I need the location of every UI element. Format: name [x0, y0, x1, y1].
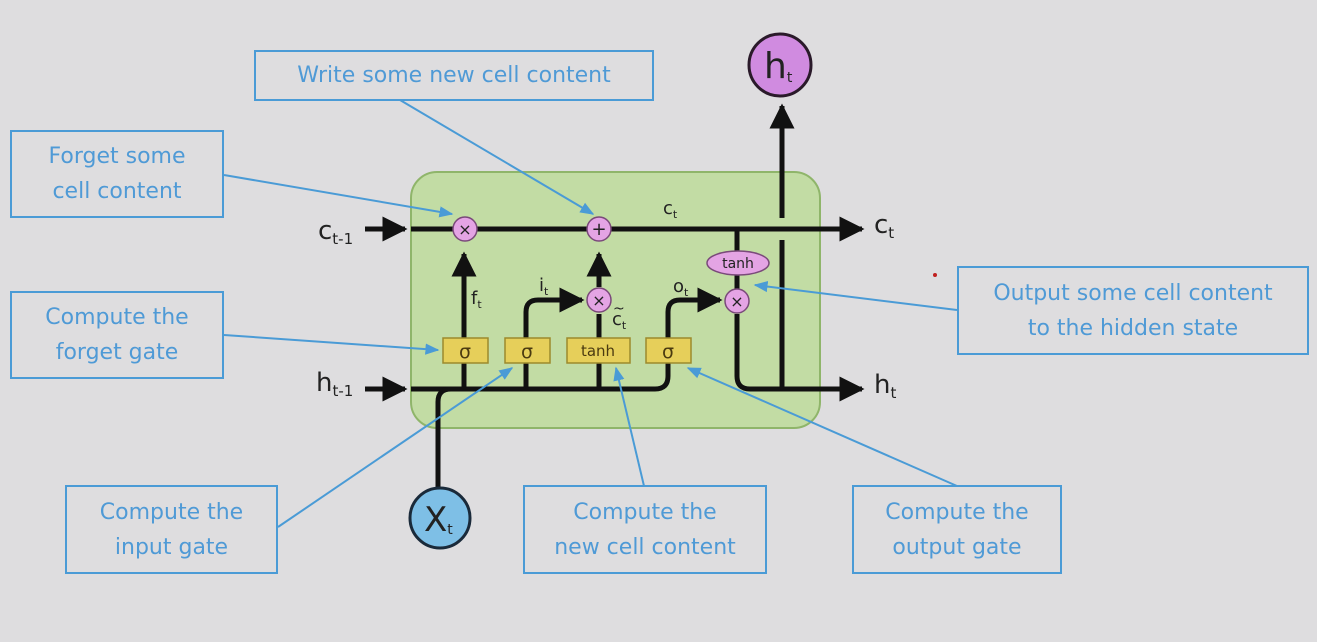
ops: × + × tanh ×: [452, 216, 770, 314]
callout-output-gate-line-2: output gate: [892, 534, 1022, 560]
c-tilde-label: ct: [612, 309, 627, 332]
x-input-line: [435, 386, 452, 492]
callout-new-content-line-2: new cell content: [554, 534, 736, 560]
output-gate-symbol: σ: [662, 341, 674, 363]
callout-input-gate: Compute the input gate: [65, 485, 278, 574]
callout-input-gate-line-2: input gate: [114, 534, 229, 560]
add-op: [586, 216, 612, 242]
c-tilde-accent: ~: [613, 301, 625, 317]
callout-forget-gate-line-1: Compute the: [45, 305, 189, 330]
c-mid-label: ct: [663, 198, 678, 221]
xt-input-label: Xt: [424, 500, 453, 540]
gates: σ σ tanh σ: [442, 337, 692, 364]
c-prev-label: ct-1: [318, 216, 353, 248]
forget-multiply-symbol: ×: [458, 220, 471, 239]
callout-write-new-content: Write some new cell content: [254, 50, 654, 101]
input-multiply-symbol: ×: [592, 291, 605, 310]
callout-forget-content-line-2: cell content: [52, 179, 182, 204]
pointer-forget-gate: [223, 334, 440, 355]
h-out-label: ht: [874, 370, 896, 402]
pointer-output-hidden: [753, 280, 958, 311]
callout-forget-content: Forget some cell content: [10, 130, 224, 218]
callout-output-hidden-line-2: to the hidden state: [1027, 315, 1239, 341]
callout-new-content-line-1: Compute the: [573, 499, 717, 525]
pointer-forget-content: [223, 174, 454, 218]
candidate-gate-box: [566, 337, 631, 364]
callout-forget-content-line-1: Forget some: [48, 144, 186, 169]
callout-output-gate: Compute the output gate: [852, 485, 1062, 574]
callout-pointers: [223, 99, 958, 528]
o-label: ot: [673, 276, 689, 299]
red-dot: [933, 273, 937, 277]
input-gate-line: [523, 287, 585, 338]
input-multiply-op: [586, 287, 612, 313]
output-line: [734, 314, 865, 402]
pointer-new-content: [613, 366, 645, 487]
lstm-cell-body: [410, 171, 821, 429]
hidden-bus: [411, 362, 671, 392]
input-gate-box: [504, 337, 551, 364]
forget-gate-box: [442, 337, 489, 364]
add-symbol: +: [591, 219, 606, 240]
h-prev-label: ht-1: [316, 368, 353, 400]
output-multiply-op: [724, 288, 750, 314]
callout-write-line-1: Write some new cell content: [297, 63, 611, 88]
forget-gate-symbol: σ: [459, 341, 471, 363]
forget-multiply-op: [452, 216, 478, 242]
pointer-write: [399, 99, 595, 215]
output-gate-line: [665, 287, 723, 338]
ht-output-node: [747, 32, 813, 98]
callout-output-hidden-line-1: Output some cell content: [993, 280, 1273, 306]
pointer-input-gate: [277, 367, 514, 528]
f-label: ft: [471, 288, 482, 311]
i-label: it: [539, 275, 549, 298]
output-multiply-symbol: ×: [730, 292, 743, 311]
output-gate-box: [645, 337, 692, 364]
candidate-gate-symbol: tanh: [581, 342, 615, 360]
xt-input-node: [408, 486, 472, 550]
output-tanh-op: [706, 250, 770, 276]
flow-lines: [365, 103, 865, 492]
ht-output-label: ht: [764, 46, 793, 87]
callout-output-gate-line-1: Compute the: [885, 499, 1029, 525]
callout-output-hidden: Output some cell content to the hidden s…: [957, 266, 1309, 355]
callout-forget-gate-line-2: forget gate: [55, 340, 179, 365]
input-gate-symbol: σ: [521, 341, 533, 363]
callout-input-gate-line-1: Compute the: [99, 499, 244, 525]
pointer-output-gate: [686, 367, 958, 487]
variable-labels: ct-1 ht-1 ct ht ct ft it ot ~ ct: [316, 198, 896, 402]
callout-new-content: Compute the new cell content: [523, 485, 767, 574]
callout-forget-gate: Compute the forget gate: [10, 291, 224, 379]
output-tanh-symbol: tanh: [722, 256, 754, 272]
c-out-label: ct: [874, 210, 894, 242]
